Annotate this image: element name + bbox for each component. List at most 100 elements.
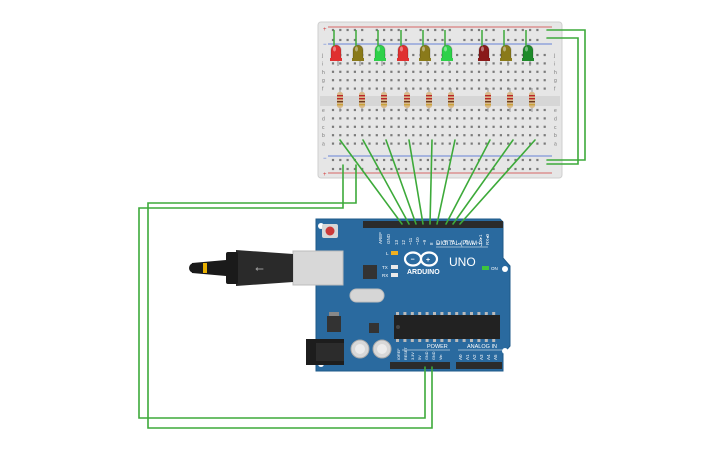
breadboard-hole <box>339 70 342 73</box>
resistor-band <box>381 95 387 97</box>
usb-symbol-icon: ⭠ <box>255 263 264 275</box>
breadboard-hole <box>346 142 349 145</box>
usb-cable-band <box>203 263 207 273</box>
breadboard-hole <box>529 70 532 73</box>
wire-gnd <box>138 164 426 419</box>
breadboard-hole <box>368 87 371 90</box>
breadboard-hole <box>543 125 546 128</box>
breadboard-hole <box>514 134 517 137</box>
breadboard-hole <box>353 142 356 145</box>
power-pin-label: RESET <box>404 347 408 360</box>
chip-pin <box>477 312 481 315</box>
resistor-band <box>485 95 491 97</box>
breadboard-hole <box>331 142 335 145</box>
wire-d9 <box>429 139 433 225</box>
wire-d10 <box>408 139 424 225</box>
resistor-band <box>426 101 432 103</box>
resistor-band <box>448 98 454 100</box>
breadboard-hole <box>390 142 393 145</box>
led-body <box>397 44 409 61</box>
small-chip <box>369 323 379 333</box>
resistor-band <box>359 101 365 103</box>
breadboard-hole <box>470 87 473 90</box>
breadboard-hole <box>434 70 437 73</box>
breadboard-hole <box>441 108 444 112</box>
wire-d11 <box>385 139 417 225</box>
rail-hole <box>346 28 349 32</box>
breadboard-hole <box>536 79 539 82</box>
rail-hole <box>434 158 437 162</box>
rail-hole <box>419 38 422 42</box>
rail-hole <box>339 158 342 162</box>
rail-hole <box>529 167 532 171</box>
breadboard-hole <box>361 79 364 82</box>
breadboard-hole <box>485 108 488 112</box>
rail-hole <box>426 28 429 32</box>
breadboard-hole <box>441 142 444 145</box>
led-glint <box>422 46 425 52</box>
breadboard-hole <box>529 125 532 128</box>
breadboard-hole <box>419 108 422 112</box>
breadboard-hole <box>492 134 495 137</box>
rail-hole <box>353 167 356 171</box>
reset-button[interactable] <box>325 226 335 236</box>
breadboard-hole <box>375 108 378 112</box>
breadboard-hole <box>397 108 400 112</box>
led-leg-wires <box>333 30 527 46</box>
breadboard-hole <box>521 70 524 73</box>
breadboard-hole <box>331 70 335 73</box>
led-glint <box>481 46 484 52</box>
resistor-band <box>337 95 343 97</box>
breadboard-hole <box>346 117 349 120</box>
led-base <box>441 58 453 61</box>
breadboard-hole <box>456 142 459 145</box>
breadboard-hole <box>375 117 378 120</box>
rail-minus-bottom: − <box>323 156 327 162</box>
rail-hole <box>536 28 539 32</box>
breadboard-hole <box>499 134 502 137</box>
rail-hole <box>529 158 532 162</box>
breadboard-hole <box>499 87 502 90</box>
breadboard-hole <box>383 79 386 82</box>
rail-hole <box>441 158 444 162</box>
breadboard-hole <box>514 87 517 90</box>
on-label: ON <box>491 266 498 271</box>
breadboard-hole <box>507 125 510 128</box>
breadboard-hole <box>492 70 495 73</box>
breadboard-hole <box>521 53 524 57</box>
breadboard-hole <box>397 62 400 65</box>
breadboard-hole <box>383 70 386 73</box>
breadboard-hole <box>419 62 422 65</box>
row-letter: g <box>554 78 557 84</box>
breadboard-hole <box>375 134 378 137</box>
breadboard-hole <box>448 87 451 90</box>
led-base <box>419 58 431 61</box>
rail-hole <box>397 167 400 171</box>
power-jack-inner <box>316 343 344 361</box>
mount-hole <box>502 348 508 354</box>
resistor-band <box>337 101 343 103</box>
resistor-body <box>359 92 365 108</box>
breadboard-hole <box>477 70 481 73</box>
breadboard-hole <box>412 134 415 137</box>
breadboard-hole <box>514 70 517 73</box>
breadboard-hole <box>434 125 437 128</box>
rail-hole <box>463 28 466 32</box>
breadboard-hole <box>419 70 422 73</box>
breadboard-hole <box>463 62 466 65</box>
breadboard-hole <box>404 79 408 82</box>
rail-hole <box>536 167 539 171</box>
breadboard-hole <box>434 53 437 57</box>
led-body <box>330 44 342 61</box>
breadboard-hole <box>456 125 459 128</box>
breadboard-hole <box>521 87 524 90</box>
wires <box>138 29 586 429</box>
rail-hole <box>536 158 539 162</box>
breadboard-hole <box>521 79 524 82</box>
breadboard-hole <box>390 53 393 57</box>
rail-hole <box>485 38 488 42</box>
breadboard-hole <box>346 134 349 137</box>
chip-pin <box>396 312 399 315</box>
wire-d5 <box>459 139 536 225</box>
rail-hole <box>331 158 335 162</box>
